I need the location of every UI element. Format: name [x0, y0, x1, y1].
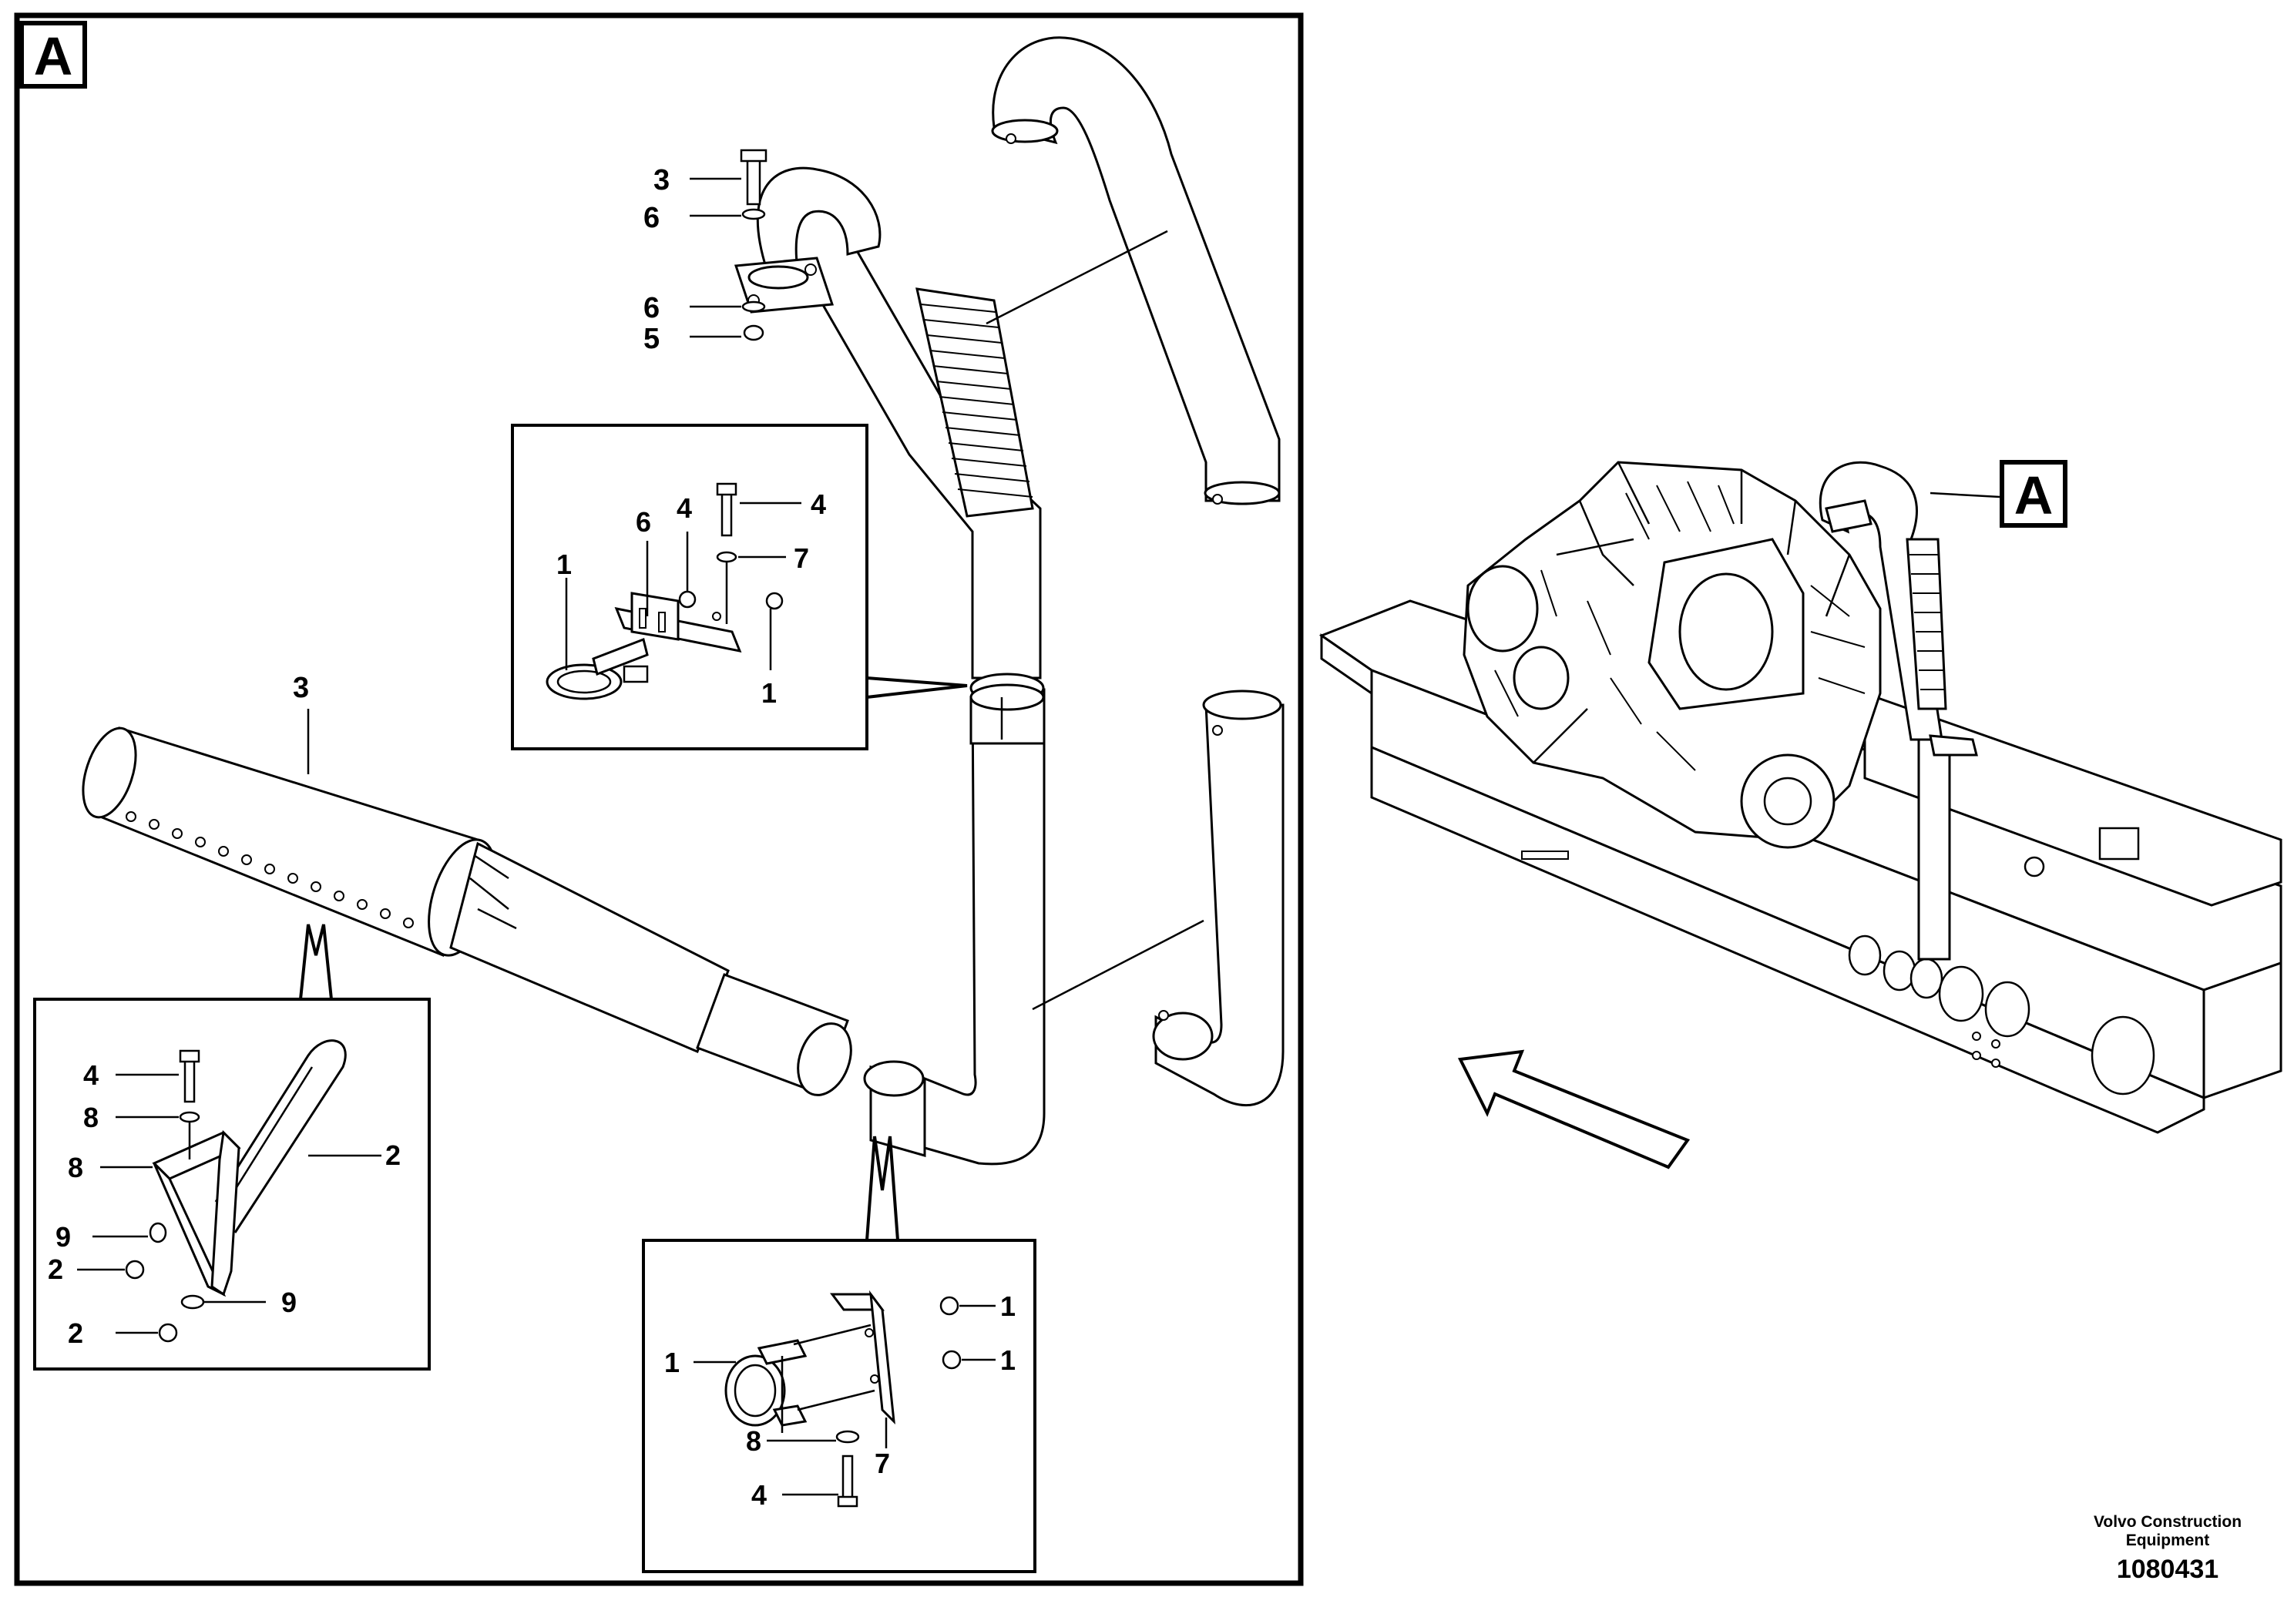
d1-label-4: 4	[811, 488, 826, 520]
callout-6: 6	[643, 292, 660, 324]
d2-label-2: 2	[385, 1139, 401, 1171]
main-frame-letter-box: A	[19, 21, 87, 89]
leader-lower	[1032, 919, 1204, 1011]
d1-label-1: 1	[761, 677, 777, 709]
drawing-number: 1080431	[2117, 1555, 2218, 1584]
d3-label-4: 4	[751, 1479, 767, 1511]
company-line-1: Volvo Construction	[2094, 1513, 2242, 1531]
overview-bellows	[1909, 554, 1945, 690]
d3-label-8: 8	[746, 1425, 761, 1457]
detail-lower-clamp: 1 1 1 8 7 4	[642, 1136, 1036, 1573]
d2-label-4: 4	[83, 1059, 99, 1091]
main-frame	[14, 12, 1304, 1586]
overview-frame-assembly: A	[1318, 460, 2282, 1134]
leader-upper	[986, 230, 1168, 325]
muffler	[82, 726, 852, 1096]
d1-label-4: 4	[677, 492, 692, 524]
d2-label-2: 2	[48, 1253, 63, 1285]
bellows-ribs	[920, 304, 1033, 498]
tail-pipe	[863, 673, 1046, 1166]
d3-label-7: 7	[875, 1448, 890, 1479]
d3-label-1: 1	[664, 1347, 680, 1378]
callout-3: 3	[653, 164, 670, 196]
upper-bend-alternate	[991, 36, 1281, 505]
forward-direction-arrow	[1457, 1049, 1691, 1169]
muffler-perforations	[126, 811, 414, 928]
muffler-callout: 3	[293, 672, 310, 774]
frame-holes	[1521, 827, 2155, 1096]
company-line-2: Equipment	[2126, 1532, 2210, 1549]
d1-label-1: 1	[556, 549, 572, 580]
callout-3: 3	[293, 672, 309, 704]
d1-label-7: 7	[794, 542, 809, 574]
overview-callout-letter: A	[2014, 465, 2054, 525]
d3-label-1: 1	[1000, 1344, 1016, 1376]
overview-letter-box	[2000, 460, 2067, 528]
title-block: Volvo Construction Equipment 1080431	[2094, 1513, 2242, 1584]
callout-6: 6	[643, 202, 660, 234]
detail-upper-clamp: 6 4 4 7 1 1	[511, 424, 968, 750]
d2-label-9: 9	[281, 1287, 297, 1318]
main-frame-letter: A	[34, 26, 73, 86]
d2-label-8: 8	[68, 1152, 83, 1183]
detail-muffler-bracket: 4 8 8 2 9 2 9 2	[33, 924, 431, 1371]
d2-label-9: 9	[55, 1221, 71, 1253]
upper-exhaust-bend	[734, 166, 1042, 679]
engine-detail-hatch	[1494, 481, 1866, 771]
d2-label-8: 8	[83, 1102, 99, 1133]
d3-label-1: 1	[1000, 1290, 1016, 1322]
d1-label-6: 6	[636, 506, 651, 538]
top-bolt-stack: 3 6 6 5	[643, 149, 767, 355]
callout-5: 5	[643, 323, 660, 355]
tail-pipe-alternate	[1152, 690, 1285, 1106]
d2-label-2: 2	[68, 1317, 83, 1349]
